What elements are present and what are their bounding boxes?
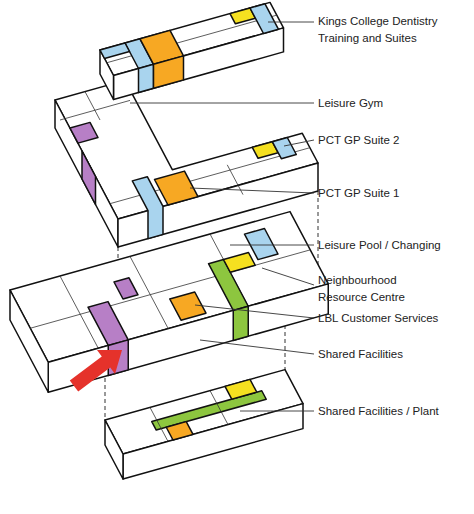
- purple-zone: [88, 302, 128, 346]
- floor-label: Kings College Dentistry Training and Sui…: [318, 13, 458, 47]
- floor-label: Leisure Gym: [318, 95, 458, 112]
- blue-zone: [272, 138, 296, 159]
- floor-label: Neighbourhood Resource Centre: [318, 272, 418, 306]
- leader-line: [240, 411, 314, 412]
- floor-side: [10, 290, 48, 392]
- green-zone: [233, 306, 248, 340]
- floor-front: [48, 284, 328, 392]
- floor-front: [118, 163, 318, 247]
- purple-zone: [82, 151, 96, 205]
- yellow-zone: [224, 253, 256, 273]
- floor-front: [114, 28, 284, 100]
- green-zone: [152, 391, 267, 430]
- partition: [150, 407, 168, 441]
- floor-label: LBL Customer Services: [318, 310, 468, 327]
- leader-line: [262, 268, 314, 285]
- yellow-zone: [225, 379, 257, 399]
- leader-line: [130, 103, 314, 104]
- purple-zone: [70, 122, 98, 143]
- entrance-arrow: [70, 350, 122, 392]
- floor-label: PCT GP Suite 1: [318, 185, 458, 202]
- partition: [30, 250, 310, 328]
- floor-label: Shared Facilities: [318, 346, 468, 363]
- orange-zone: [166, 422, 193, 440]
- floor-side: [105, 420, 123, 479]
- floor-label: Shared Facilities / Plant: [318, 403, 468, 420]
- leader-line: [230, 245, 314, 246]
- leader-line: [200, 340, 314, 354]
- orange-zone: [170, 292, 206, 320]
- purple-zone: [114, 278, 138, 299]
- blue-zone: [139, 64, 154, 92]
- blue-zone: [250, 4, 279, 34]
- floor-side: [55, 100, 118, 247]
- blue-zone: [100, 43, 130, 59]
- leader-line: [268, 22, 314, 23]
- blue-zone: [245, 229, 279, 260]
- dashed-link: [105, 378, 106, 420]
- partition: [85, 92, 100, 120]
- leader-line: [190, 188, 314, 193]
- partition: [210, 391, 228, 425]
- leader-line: [195, 305, 314, 318]
- floor-label: Leisure Pool / Changing: [318, 237, 468, 254]
- floor-label: PCT GP Suite 2: [318, 132, 458, 149]
- orange-zone: [154, 56, 184, 88]
- leader-line: [284, 140, 314, 146]
